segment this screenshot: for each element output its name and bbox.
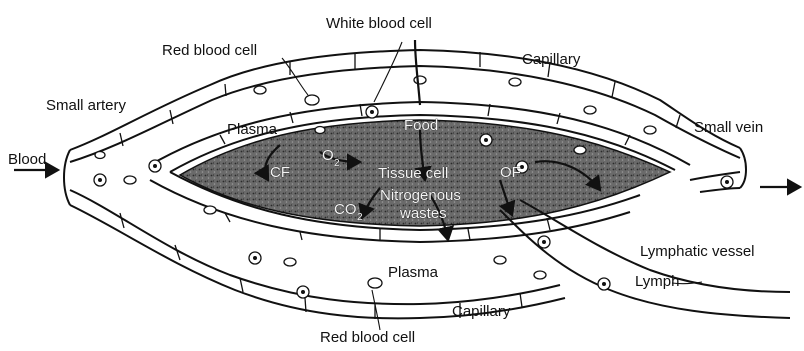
- label-red-blood-cell-top: Red blood cell: [162, 42, 257, 59]
- label-o2: O: [322, 147, 334, 164]
- label-of: OF: [500, 164, 521, 181]
- label-capillary-top: Capillary: [522, 51, 581, 68]
- label-white-blood-cell: White blood cell: [326, 15, 432, 32]
- label-red-blood-cell-bottom: Red blood cell: [320, 329, 415, 346]
- label-blood: Blood: [8, 151, 46, 168]
- label-co2-subscript: 2: [357, 212, 363, 223]
- label-plasma-bottom: Plasma: [388, 264, 439, 281]
- label-tissue-cell: Tissue cell: [378, 165, 448, 182]
- label-capillary-bottom: Capillary: [452, 303, 511, 320]
- label-lymphatic-vessel: Lymphatic vessel: [640, 243, 755, 260]
- label-wastes: wastes: [399, 205, 447, 222]
- label-plasma-top: Plasma: [227, 121, 278, 138]
- label-nitrogenous: Nitrogenous: [380, 187, 461, 204]
- label-food: Food: [404, 117, 438, 134]
- label-co2: CO: [334, 201, 357, 218]
- label-lymph: Lymph: [635, 273, 679, 290]
- label-small-vein: Small vein: [694, 119, 763, 136]
- label-small-artery: Small artery: [46, 97, 127, 114]
- label-o2-subscript: 2: [334, 158, 340, 169]
- label-cf: CF: [270, 164, 290, 181]
